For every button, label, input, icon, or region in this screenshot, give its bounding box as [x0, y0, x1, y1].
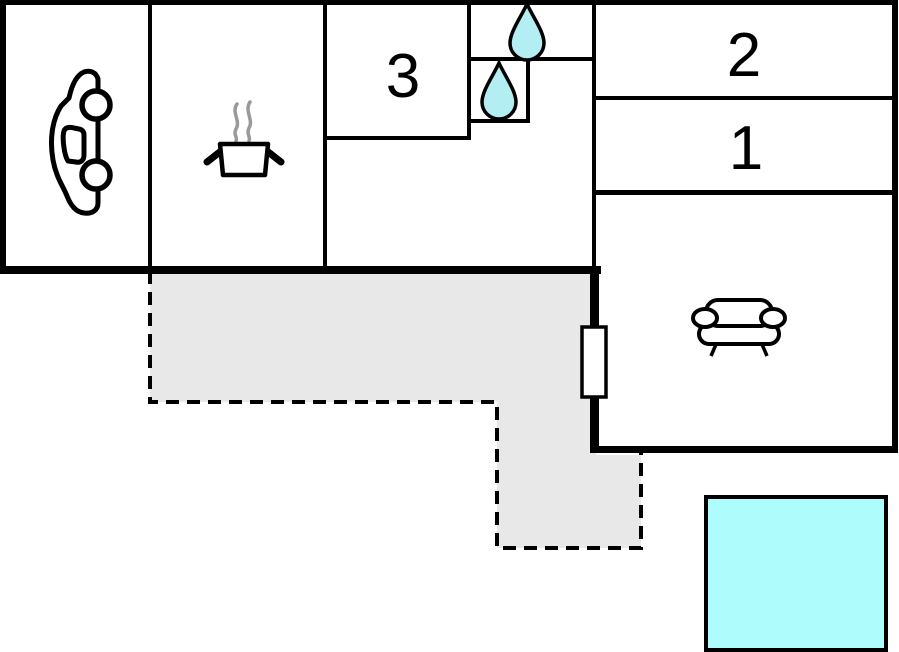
door-block — [580, 325, 608, 399]
wall-right — [892, 0, 898, 453]
wall-rightblock-left — [592, 5, 596, 266]
pot-body — [217, 141, 271, 178]
water-drop-icon — [508, 0, 546, 62]
wall-bedroom3-bottom — [325, 136, 471, 140]
bedroom-1-label: 1 — [729, 114, 763, 183]
wall-bedroom3-right — [467, 5, 471, 140]
steam — [233, 102, 240, 143]
room-kitchen — [152, 5, 323, 266]
terrace-dashed-border — [148, 271, 643, 550]
wall-bath-lower-right — [526, 59, 530, 123]
car-wheel-rear — [79, 158, 113, 192]
room-hallway — [327, 140, 592, 266]
wall-bath-lower-bottom — [467, 119, 530, 123]
pool — [704, 495, 888, 652]
car-wheel-front — [79, 88, 113, 122]
bedroom-3-label: 3 — [386, 42, 420, 111]
wall-main-bottom — [0, 266, 601, 274]
terrace-area — [148, 268, 643, 550]
wall-left — [0, 0, 6, 274]
bedroom-2-label: 2 — [727, 21, 761, 90]
wall-bedroom1-living — [594, 190, 892, 195]
car-window — [60, 124, 87, 165]
cooking-pot-icon — [203, 100, 285, 178]
wall-kitchen-hall — [323, 5, 327, 266]
wall-bedroom2-bedroom1 — [594, 96, 892, 100]
wall-garage-kitchen — [148, 5, 152, 266]
wall-top — [0, 0, 898, 5]
car-icon — [49, 68, 113, 216]
water-drop-icon — [480, 58, 518, 121]
terrace-fill — [150, 268, 641, 548]
wall-living-bottom — [590, 446, 898, 453]
sofa-arm-right — [759, 307, 787, 329]
steam — [246, 100, 253, 143]
sofa-arm-left — [691, 307, 719, 329]
sofa-icon — [691, 298, 787, 357]
walls — [0, 0, 898, 453]
